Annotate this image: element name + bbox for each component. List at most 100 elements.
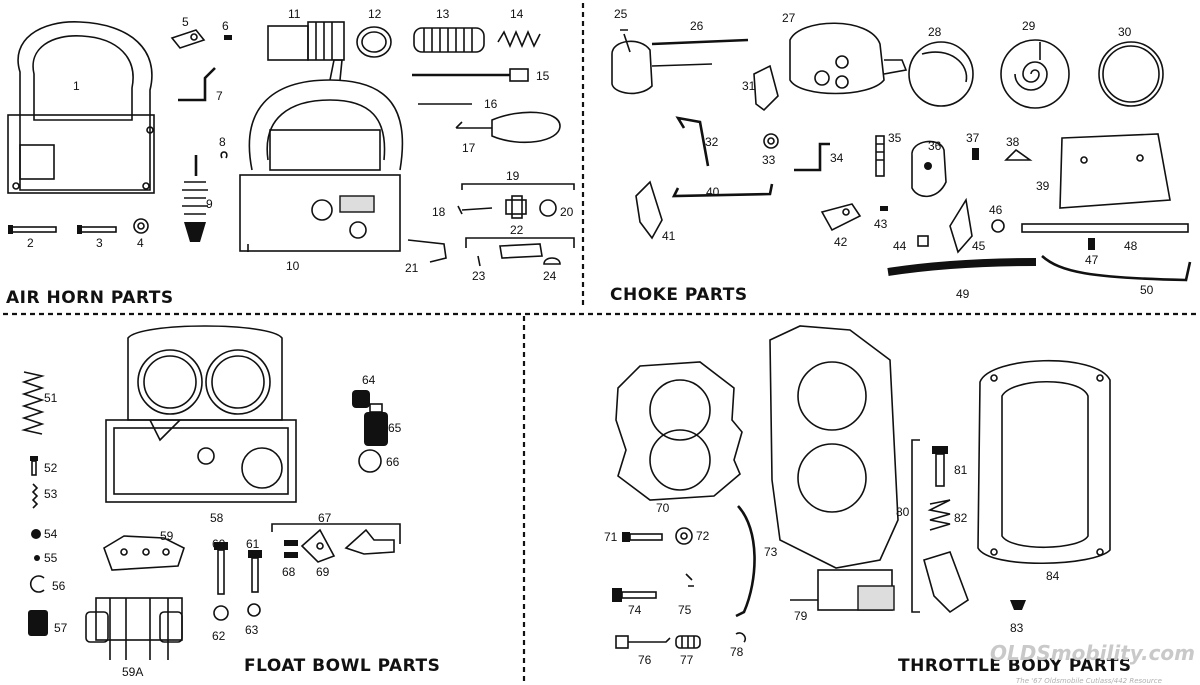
part-59-plate: [103, 535, 185, 571]
part-74-screw: [612, 588, 657, 602]
label-5: 5: [182, 15, 189, 29]
label-24: 24: [543, 269, 557, 283]
part-7-rod: [178, 67, 216, 102]
label-3: 3: [96, 236, 103, 250]
part-1-air-horn-gasket: [7, 21, 155, 194]
part-53-spring: [31, 483, 39, 509]
label-83: 83: [1010, 621, 1024, 635]
part-50-rod: [1041, 255, 1192, 282]
label-76: 76: [638, 653, 652, 667]
part-32-rod: [675, 116, 710, 167]
part-79-throttle-body: [769, 325, 899, 611]
part-26-rod: [651, 38, 749, 67]
label-32: 32: [705, 135, 719, 149]
label-59: 59: [160, 529, 174, 543]
label-17: 17: [462, 141, 476, 155]
part-3-screw: [77, 225, 117, 234]
part-65-valve: [364, 403, 388, 446]
label-74: 74: [628, 603, 642, 617]
part-35-screw: [875, 135, 885, 177]
label-47: 47: [1085, 253, 1099, 267]
part-27-choke-housing: [789, 22, 908, 95]
part-67-bracket-line: [271, 523, 401, 544]
label-35: 35: [888, 131, 902, 145]
part-15-rod: [412, 68, 529, 82]
part-82-spring: [927, 499, 951, 531]
part-80-bracket: [911, 439, 920, 613]
section-dividers: [3, 3, 1197, 683]
part-57-check: [28, 610, 48, 636]
part-47-pin: [1088, 238, 1095, 250]
label-63: 63: [245, 623, 259, 637]
float-bowl-section: 51 52 53 54 55 56 57 58 59 59A 60 61 62 …: [21, 325, 440, 679]
label-79: 79: [794, 609, 808, 623]
label-64: 64: [362, 373, 376, 387]
part-55-ball: [34, 555, 40, 561]
part-21-bracket: [407, 239, 447, 263]
label-73: 73: [764, 545, 778, 559]
label-30: 30: [1118, 25, 1132, 39]
label-55: 55: [44, 551, 58, 565]
section-title-throttle-body: THROTTLE BODY PARTS: [898, 656, 1132, 676]
label-82: 82: [954, 511, 968, 525]
label-67: 67: [318, 511, 332, 525]
label-20: 20: [560, 205, 574, 219]
label-16: 16: [484, 97, 498, 111]
label-60: 60: [212, 537, 226, 551]
label-84: 84: [1046, 569, 1060, 583]
part-68-screw: [284, 540, 298, 558]
part-80-lever: [923, 551, 969, 614]
part-49-hose: [887, 258, 1037, 276]
part-24-check-ball: [543, 257, 561, 265]
watermark-brand: OLDSmobility.com: [990, 641, 1195, 665]
part-6-screw: [224, 35, 232, 40]
label-26: 26: [690, 19, 704, 33]
part-44-screw: [917, 235, 929, 247]
label-6: 6: [222, 19, 229, 33]
part-22-bracket-line: [465, 237, 575, 248]
part-76-screw: [615, 635, 671, 649]
label-18: 18: [432, 205, 446, 219]
label-54: 54: [44, 527, 58, 541]
part-31-lever: [753, 64, 779, 112]
label-48: 48: [1124, 239, 1138, 253]
label-27: 27: [782, 11, 796, 25]
part-72-washer: [675, 527, 693, 545]
label-51: 51: [44, 391, 58, 405]
label-40: 40: [706, 185, 720, 199]
part-61-screw: [248, 550, 262, 593]
label-71: 71: [604, 530, 618, 544]
part-40-rod: [671, 183, 774, 198]
part-17-float: [455, 111, 561, 144]
part-18-needle: [457, 205, 493, 215]
part-13-fuel-filter: [413, 27, 485, 53]
part-30-gasket: [1098, 41, 1164, 107]
part-60-screw: [214, 542, 228, 595]
part-25-vacuum-break: [611, 29, 653, 95]
label-22: 22: [510, 223, 524, 237]
label-29: 29: [1022, 19, 1036, 33]
part-77-spring: [675, 635, 701, 649]
part-43-screw: [880, 206, 888, 211]
part-52-screw: [30, 456, 38, 476]
part-8-clip: [220, 151, 228, 159]
label-11: 11: [288, 7, 301, 21]
label-19: 19: [506, 169, 520, 183]
label-50: 50: [1140, 283, 1154, 297]
part-19-bracket-line: [461, 183, 575, 190]
part-48-shaft: [1021, 223, 1189, 233]
label-28: 28: [928, 25, 942, 39]
label-58: 58: [210, 511, 224, 525]
label-77: 77: [680, 653, 694, 667]
label-46: 46: [989, 203, 1003, 217]
part-45-lever: [949, 197, 973, 254]
label-34: 34: [830, 151, 844, 165]
part-56-ring: [29, 575, 45, 593]
label-38: 38: [1006, 135, 1020, 149]
label-41: 41: [662, 229, 676, 243]
part-4-washer: [133, 218, 149, 234]
part-81-screw: [932, 446, 948, 487]
part-37-screw: [972, 148, 979, 160]
part-73-rod: [735, 505, 756, 618]
